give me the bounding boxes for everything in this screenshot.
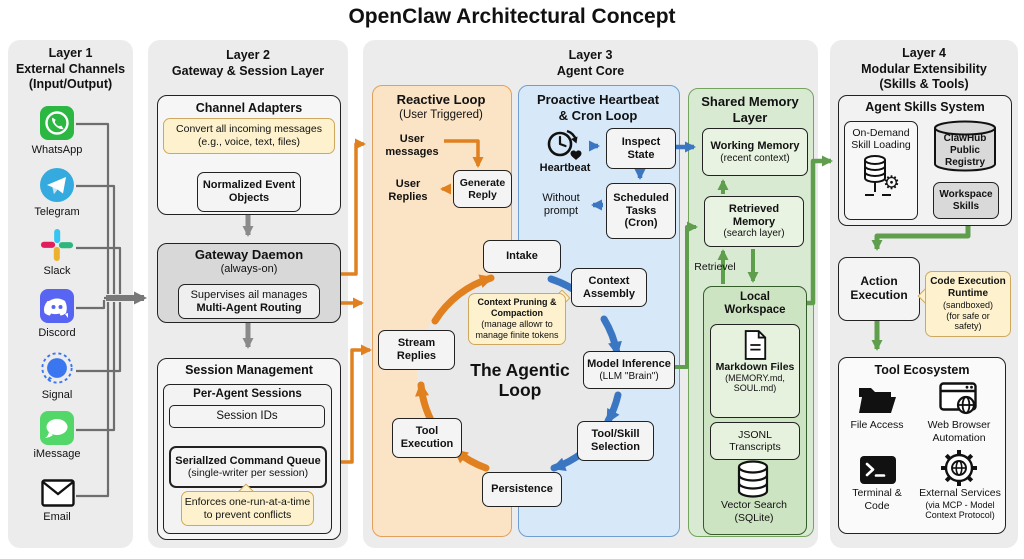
file-access-label: File Access — [850, 419, 904, 431]
per-agent-sessions-title: Per-Agent Sessions — [193, 388, 302, 400]
channel-label-slack: Slack — [43, 265, 71, 277]
workspace-skills-box: Workspace Skills — [933, 182, 999, 219]
tool-ecosystem-box: Tool Ecosystem — [838, 357, 1006, 534]
session-ids-box: Session IDs — [169, 405, 325, 428]
scheduled-tasks-box: Scheduled Tasks (Cron) — [606, 183, 676, 239]
markdown-files-box: Markdown Files (MEMORY.md, SOUL.md) — [710, 324, 800, 418]
clawhub-registry-label: ClawHub Public Registry — [943, 133, 987, 168]
reactive-loop-title: Reactive Loop (User Triggered) — [396, 92, 486, 122]
normalized-events-box: Normalized Event Objects — [197, 172, 301, 212]
channel-bus-lines — [76, 122, 122, 498]
email-icon — [41, 479, 75, 507]
action-execution-box: Action Execution — [838, 257, 920, 321]
retrievel-label: Retrievel — [694, 261, 736, 273]
without-prompt-label: Without prompt — [542, 192, 580, 218]
layer1-header: Layer 1 External Channels (Input/Output) — [15, 46, 126, 92]
vector-search-label: Vector Search (SQLite) — [721, 499, 787, 524]
tool-skill-selection-box: Tool/Skill Selection — [577, 421, 654, 461]
heartbeat-label: Heartbeat — [539, 162, 591, 174]
layer3-header: Layer 3 Agent Core — [556, 48, 625, 78]
code-execution-runtime-note: Code Execution Runtime (sandboxed) (for … — [925, 271, 1011, 337]
whatsapp-icon — [40, 106, 74, 140]
imessage-icon — [40, 411, 74, 445]
context-assembly-box: Context Assembly — [571, 268, 647, 307]
serialized-command-queue-box: Seriallzed Command Queue (single-writer … — [169, 446, 327, 488]
inspect-state-box: Inspect State — [606, 128, 676, 169]
model-inference-box: Model Inference (LLM "Brain") — [583, 351, 675, 389]
channel-adapters-title: Channel Adapters — [195, 101, 303, 115]
user-messages-label: User messages — [385, 133, 439, 159]
skill-database-gear-icon: ⚙ — [864, 155, 900, 197]
stream-replies-box: Stream Replies — [378, 330, 455, 370]
convert-messages-note: Convert all incoming messages (e.g., voi… — [163, 118, 335, 154]
multi-agent-routing-box: Supervises ail manages Multi-Agent Routi… — [178, 284, 320, 319]
tool-execution-box: Tool Execution — [392, 418, 462, 458]
terminal-icon — [860, 456, 896, 484]
memory-arrows — [673, 155, 833, 489]
channel-label-imessage: iMessage — [33, 448, 81, 460]
gateway-daemon-subtitle: (always-on) — [220, 262, 278, 275]
working-memory-box: Working Memory (recent context) — [702, 128, 808, 176]
page-title: OpenClaw Architectural Concept — [348, 5, 676, 28]
channel-label-whatsapp: WhatsApp — [31, 144, 83, 156]
browser-icon — [939, 382, 977, 415]
enforces-note: Enforces one-run-at-a-time to prevent co… — [181, 491, 314, 526]
shared-memory-title: Shared Memory Layer — [701, 94, 799, 126]
on-demand-skill-box: On-Demand Skill Loading ⚙ — [844, 121, 918, 220]
external-services-label: External Services (via MCP - Model Conte… — [919, 487, 1001, 521]
context-pruning-note: Context Pruning & Compaction (manage all… — [468, 293, 566, 345]
folder-icon — [859, 388, 896, 413]
web-browser-automation-label: Web Browser Automation — [927, 419, 991, 444]
session-management-title: Session Management — [185, 363, 313, 377]
layer4-flow-arrows — [871, 224, 971, 351]
document-icon — [744, 330, 767, 360]
retrieved-memory-box: Retrieved Memory (search layer) — [704, 196, 804, 247]
generate-reply-box: Generate Reply — [453, 170, 512, 208]
proactive-arrows — [589, 140, 696, 211]
terminal-code-label: Terminal & Code — [852, 487, 902, 512]
channel-label-email: Email — [43, 511, 71, 523]
agentic-loop-label: The Agentic Loop — [470, 360, 570, 401]
clawhub-registry-cylinder — [934, 120, 996, 172]
gear-globe-icon — [941, 450, 977, 486]
telegram-icon — [40, 168, 74, 202]
channel-label-signal: Signal — [41, 389, 73, 401]
signal-icon — [41, 352, 73, 384]
svg-text:⚙: ⚙ — [883, 173, 900, 194]
agent-skills-title: Agent Skills System — [865, 100, 985, 114]
slack-icon — [40, 228, 74, 262]
discord-icon — [40, 289, 74, 323]
proactive-title: Proactive Heartbeat & Cron Loop — [536, 92, 660, 124]
layer4-header: Layer 4 Modular Extensibility (Skills & … — [861, 46, 987, 92]
persistence-box: Persistence — [482, 472, 562, 507]
tool-ecosystem-title: Tool Ecosystem — [874, 363, 970, 377]
channel-label-telegram: Telegram — [34, 206, 80, 218]
intake-box: Intake — [483, 240, 561, 273]
database-icon — [737, 460, 769, 498]
channel-label-discord: Discord — [38, 327, 76, 339]
heartbeat-icon — [547, 129, 582, 160]
user-replies-label: User Replies — [388, 178, 428, 204]
gateway-daemon-title: Gateway Daemon — [194, 247, 304, 262]
layer2-header: Layer 2 Gateway & Session Layer — [171, 48, 325, 78]
jsonl-transcripts-box: JSONL Transcripts — [710, 422, 800, 460]
